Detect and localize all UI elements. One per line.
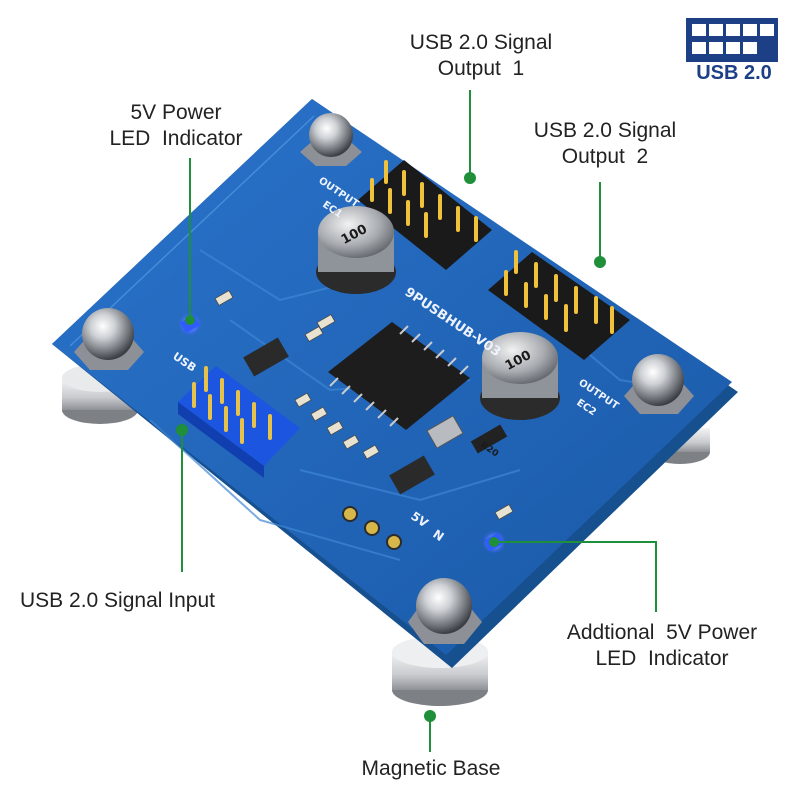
callout-lines bbox=[181, 90, 657, 752]
crystal bbox=[426, 415, 464, 449]
power-pads bbox=[342, 506, 402, 550]
smd-components bbox=[214, 289, 514, 521]
hub-controller-chip bbox=[328, 322, 470, 430]
capacitor-ec1: 100 bbox=[316, 206, 396, 294]
standoff-right bbox=[624, 354, 694, 414]
usb-output-header-2 bbox=[488, 250, 630, 360]
callout-additional-led: Addtional 5V Power LED Indicator bbox=[566, 621, 758, 670]
usb-input-header bbox=[178, 366, 300, 478]
callout-magnetic-base: Magnetic Base bbox=[361, 757, 501, 780]
callout-usb-output-2: USB 2.0 Signal Output 2 bbox=[533, 119, 677, 168]
diode-d2 bbox=[389, 455, 435, 495]
standoff-left bbox=[74, 308, 144, 370]
callout-dots bbox=[176, 172, 606, 722]
usb-badge-label: USB 2.0 bbox=[696, 62, 772, 84]
regulator-d1 bbox=[243, 337, 289, 377]
usb-output-header-1 bbox=[358, 160, 492, 270]
capacitor-ec2: 100 bbox=[480, 332, 560, 420]
fuse-f1 bbox=[470, 424, 508, 454]
callout-usb-input: USB 2.0 Signal Input bbox=[20, 589, 215, 612]
callout-power-led: 5V Power LED Indicator bbox=[109, 101, 243, 150]
standoff-bottom bbox=[408, 578, 482, 644]
callout-usb-output-1: USB 2.0 Signal Output 1 bbox=[409, 31, 553, 80]
standoff-top-left bbox=[300, 113, 362, 166]
usb-grid-icon bbox=[686, 18, 778, 62]
usb-badge: USB 2.0 bbox=[686, 18, 782, 88]
